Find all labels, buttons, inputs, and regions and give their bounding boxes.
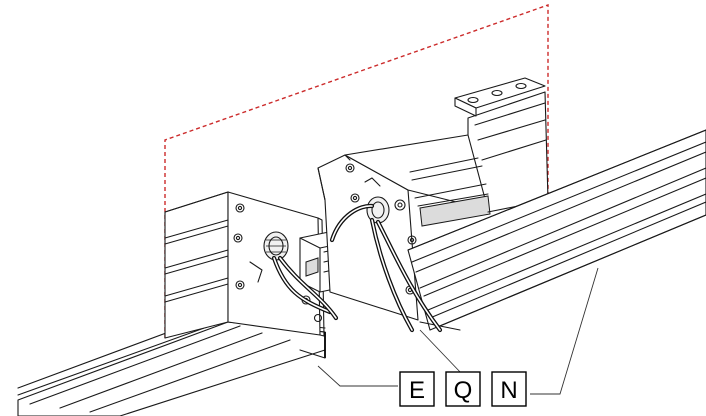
screw-hole-icon (235, 203, 245, 213)
screw-hole-icon (233, 233, 243, 243)
screw-hole-icon (350, 193, 360, 203)
screw-hole-icon (345, 163, 355, 173)
mounting-bracket (454, 77, 546, 117)
screw-hole-icon (394, 199, 406, 211)
label-q-text: Q (454, 377, 473, 404)
wiring-cables (271, 203, 443, 333)
label-n: N (491, 371, 527, 407)
label-e: E (399, 371, 435, 407)
screw-hole-icon (235, 280, 245, 290)
right-end-plate (317, 154, 419, 321)
label-e-text: E (409, 377, 425, 404)
label-q: Q (445, 371, 481, 407)
left-profile-body (164, 191, 233, 339)
screw-hole-icon (407, 235, 417, 245)
right-profile-rail (407, 129, 706, 331)
label-n-text: N (500, 377, 517, 404)
leader-lines (317, 267, 599, 395)
right-profile-body (344, 91, 549, 227)
